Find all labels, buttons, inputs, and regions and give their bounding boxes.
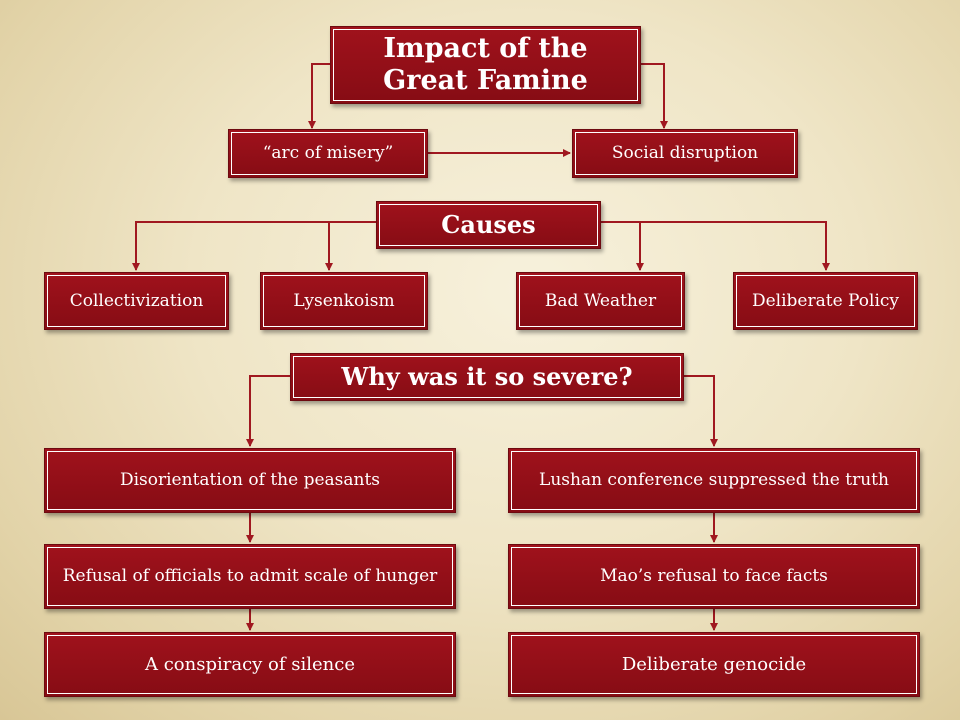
right-chain-node-1: Lushan conference suppressed the truth: [508, 448, 920, 513]
connector-title-to-arc: [308, 63, 330, 129]
right-chain-node-3: Deliberate genocide: [508, 632, 920, 697]
connector-title-to-social: [640, 63, 668, 129]
left-chain-node-2: Refusal of officials to admit scale of h…: [44, 544, 456, 609]
cause-node-deliberate-policy: Deliberate Policy: [733, 272, 918, 330]
connector-causes-to-deliberate-policy: [600, 221, 830, 271]
cause-node-bad-weather: Bad Weather: [516, 272, 685, 330]
cause-node-lysenkoism: Lysenkoism: [260, 272, 428, 330]
cause-node-collectivization: Collectivization: [44, 272, 229, 330]
left-chain-node-1: Disorientation of the peasants: [44, 448, 456, 513]
connector-severe-to-right: [684, 375, 718, 447]
left-chain-node-3: A conspiracy of silence: [44, 632, 456, 697]
severity-heading-box: Why was it so severe?: [290, 353, 684, 401]
connector-causes-to-collectivization: [132, 221, 376, 271]
right-chain-node-2: Mao’s refusal to face facts: [508, 544, 920, 609]
connector-severe-to-left: [246, 375, 290, 447]
impact-node-social-disruption: Social disruption: [572, 129, 798, 178]
impact-node-arc-of-misery: “arc of misery”: [228, 129, 428, 178]
causes-heading-box: Causes: [376, 201, 601, 249]
title-box: Impact of the Great Famine: [330, 26, 641, 104]
